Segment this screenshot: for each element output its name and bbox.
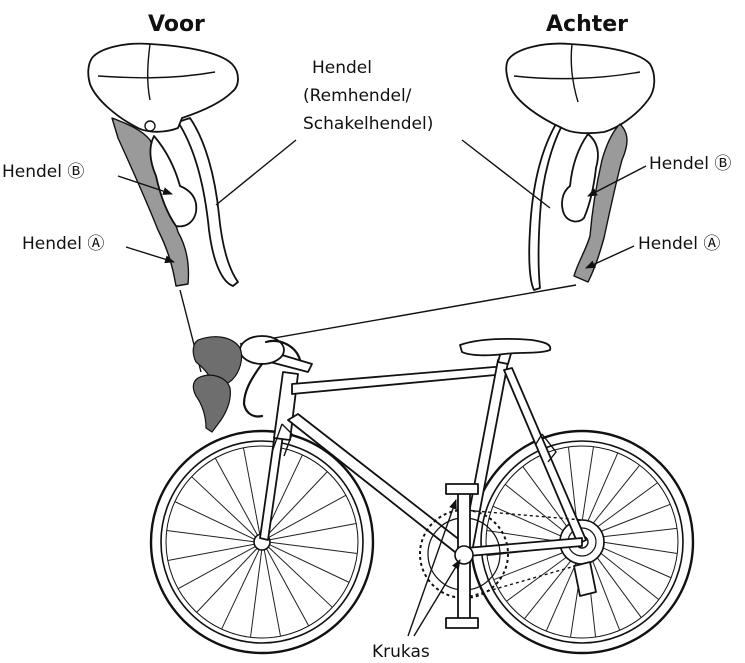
wheel-spoke (251, 548, 262, 637)
front-shifter-illustration (88, 44, 238, 286)
connector-rear (240, 285, 576, 344)
wheel-spoke (222, 548, 261, 629)
saddle (460, 339, 550, 355)
label-lever-b-front: Hendel Ⓑ (2, 162, 84, 182)
bicycle-illustration (151, 336, 693, 653)
wheel-spoke (267, 495, 346, 538)
pedal-upper (446, 484, 478, 494)
wheel-spoke (266, 547, 309, 626)
wheel-spoke (264, 548, 281, 636)
wheel-spoke (168, 544, 256, 561)
bottom-bracket (455, 546, 473, 564)
handlebar-drop (244, 364, 262, 417)
handlebar-shifter-bottom (193, 375, 230, 432)
wheel-spoke (602, 542, 677, 553)
wheel-spoke (215, 458, 258, 537)
label-lever-line2: (Remhendel/ (303, 86, 412, 106)
label-lever-b-rear: Hendel Ⓑ (649, 154, 731, 174)
front-pivot-icon (145, 121, 155, 131)
front-wheel (151, 431, 373, 653)
label-lever-a-rear: Hendel Ⓐ (638, 234, 720, 254)
top-tube (292, 366, 506, 394)
wheel-spoke (601, 528, 677, 536)
heading-front: Voor (148, 12, 205, 37)
wheel-spoke (582, 447, 593, 522)
wheel-spoke (243, 448, 260, 536)
chain-lower (464, 564, 582, 598)
label-lever-a-front: Hendel Ⓐ (22, 234, 104, 254)
wheel-spoke (178, 546, 257, 589)
label-crank: Krukas (372, 642, 430, 662)
wheel-spoke (192, 477, 257, 539)
label-lever-line3: Schakelhendel) (303, 114, 433, 134)
wheel-spoke (268, 523, 356, 540)
wheel-spoke (267, 546, 332, 608)
label-lever-line1: Hendel (312, 58, 372, 78)
rear-shifter-illustration (506, 44, 654, 290)
rear-brake-lever (529, 118, 566, 290)
pedal-lower (446, 618, 478, 628)
wheel-spoke (268, 544, 349, 583)
heading-rear: Achter (546, 12, 628, 37)
rear-hood (506, 44, 654, 134)
wheel-spoke (197, 547, 259, 612)
wheel-spoke (268, 542, 357, 553)
front-hood (88, 44, 238, 132)
wheel-spoke (175, 502, 256, 541)
head-tube (274, 372, 298, 440)
wheel-spoke (167, 531, 256, 542)
seat-stay (504, 368, 586, 544)
leader-lever-front (216, 140, 296, 205)
